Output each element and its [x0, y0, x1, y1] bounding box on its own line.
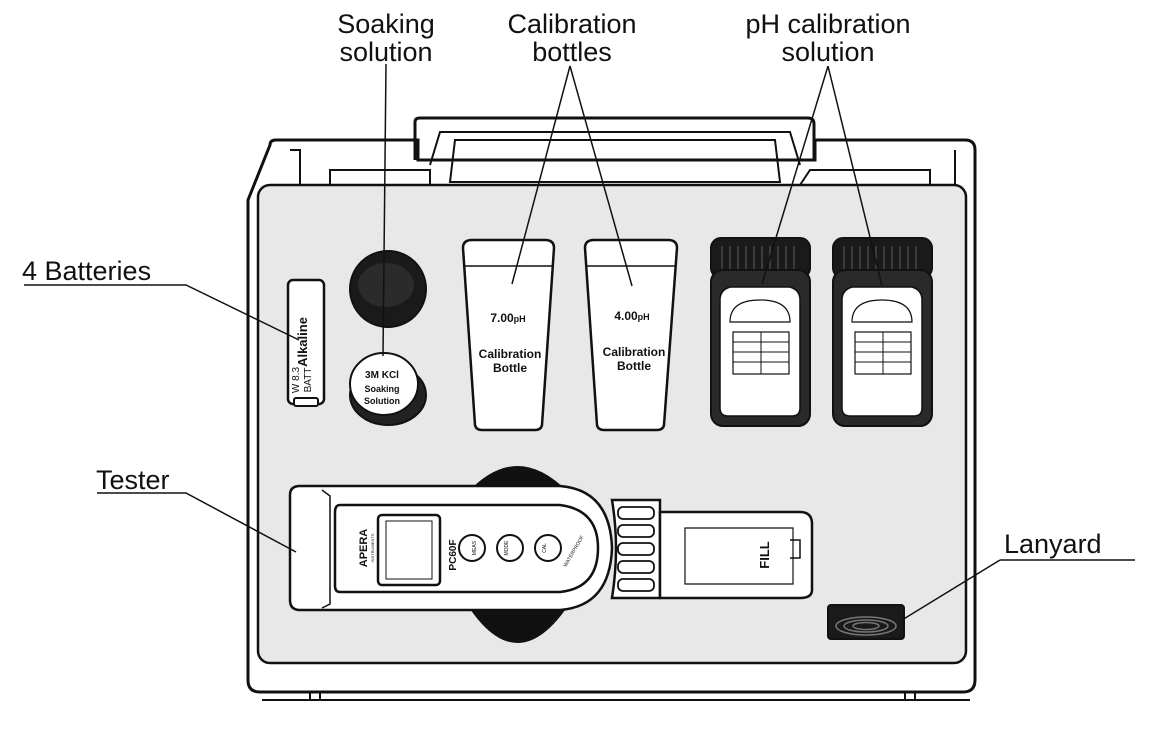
callout-calibration-line1: Calibration [507, 9, 637, 39]
soaking-solution-bottle: 3M KCl Soaking Solution [349, 352, 427, 426]
tester-button-meas: MEAS [458, 534, 486, 562]
tester: APERA INSTRUMENTS PC60F MEAS MODE CAL WA… [288, 484, 814, 612]
callout-ph-calibration-solution: pH calibration solution [718, 10, 938, 66]
carrying-case [246, 116, 977, 701]
soaking-bottle-line2: Soaking [364, 384, 399, 394]
meas-button-label: MEAS [472, 540, 478, 555]
lanyard [827, 604, 905, 640]
leader-lines [24, 63, 1135, 621]
cal-button-label: CAL [542, 543, 548, 553]
calibration-bottle-4: 4.00pH Calibration Bottle [583, 238, 679, 432]
calibration-bottle-7: 7.00pH Calibration Bottle [461, 238, 556, 432]
tester-brand-sub-text: INSTRUMENTS [370, 533, 375, 562]
callout-calibration-line2: bottles [532, 37, 612, 67]
battery: Alkaline W 8.3 BATT [286, 278, 326, 407]
calibration-bottle-7-label2: Bottle [493, 361, 527, 375]
battery-type-text: BATT [303, 368, 314, 393]
ph-solution-jar-2 [832, 237, 933, 427]
mode-button-label: MODE [504, 540, 510, 556]
battery-brand-text: Alkaline [295, 317, 310, 367]
tester-cap-fill-text: FILL [757, 541, 772, 568]
callout-calibration-bottles: Calibration bottles [482, 10, 662, 66]
soaking-bottle-line1: 3M KCl [365, 370, 399, 381]
soaking-bottle-cap [349, 250, 427, 328]
tester-brand-text: APERA [358, 529, 370, 568]
calibration-bottle-7-value: 7.00pH [490, 311, 525, 325]
callout-ph-line1: pH calibration [745, 9, 911, 39]
tester-button-cal: CAL [534, 534, 562, 562]
callout-soaking-line1: Soaking [337, 9, 435, 39]
callout-batteries: 4 Batteries [22, 256, 152, 286]
ph-solution-jar-1 [710, 237, 811, 427]
calibration-bottle-4-value: 4.00pH [614, 309, 649, 323]
tester-model-text: PC60F [448, 539, 459, 570]
calibration-bottle-4-label2: Bottle [617, 359, 651, 373]
soaking-bottle-line3: Solution [364, 396, 400, 406]
tester-button-mode: MODE [496, 534, 524, 562]
calibration-bottle-7-label1: Calibration [479, 347, 542, 361]
callout-soaking-solution: Soaking solution [316, 10, 456, 66]
callout-tester: Tester [96, 465, 170, 495]
battery-model-text: W 8.3 [291, 367, 302, 394]
callout-ph-line2: solution [781, 37, 875, 67]
calibration-bottle-4-label1: Calibration [603, 345, 666, 359]
callout-soaking-line2: solution [339, 37, 433, 67]
callout-lanyard: Lanyard [1004, 529, 1102, 559]
